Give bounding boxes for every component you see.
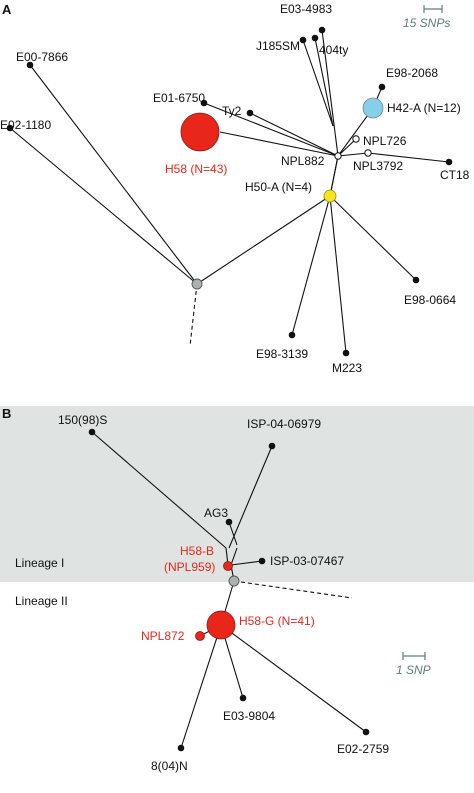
node-150-98-s [88, 428, 96, 436]
label-ag3: AG3 [204, 506, 228, 520]
label-e01-6750: E01-6750 [153, 91, 205, 105]
lineage-2-label: Lineage II [15, 594, 68, 608]
label-h58-g: H58-G (N=41) [239, 614, 315, 628]
label-e98-0664: E98-0664 [404, 293, 456, 307]
node-npl882 [334, 152, 342, 160]
label-npl726: NPL726 [363, 134, 407, 148]
label-npl3792: NPL3792 [353, 159, 403, 173]
node-e02-2759 [362, 728, 370, 736]
panel-a-labels: E03-4983 404ty J185SM E00-7866 E98-2068 … [0, 2, 470, 375]
node-e98-3139 [288, 331, 296, 339]
label-ty2: Ty2 [222, 104, 242, 118]
label-e03-9804: E03-9804 [223, 709, 275, 723]
node-h50-a [323, 189, 337, 203]
label-e03-4983: E03-4983 [280, 2, 332, 16]
label-npl882: NPL882 [281, 154, 325, 168]
panel-b-scale-bar: 1 SNP [396, 652, 431, 677]
lineage-1-label: Lineage I [15, 556, 64, 570]
label-404ty: 404ty [319, 43, 348, 57]
label-e00-7866: E00-7866 [16, 50, 68, 64]
node-j185sm [299, 36, 307, 44]
label-e98-2068: E98-2068 [386, 66, 438, 80]
label-m223: M223 [332, 361, 362, 375]
label-h42-a: H42-A (N=12) [387, 101, 461, 115]
node-ct18 [445, 158, 453, 166]
label-e02-1180: E02-1180 [0, 118, 51, 132]
panel-a-scale-bar: 15 SNPs [403, 5, 450, 30]
label-npl959: (NPL959) [164, 560, 215, 574]
label-e02-2759: E02-2759 [337, 742, 389, 756]
node-npl872 [195, 631, 205, 641]
panel-a-nodes [6, 26, 453, 357]
label-h58: H58 (N=43) [165, 162, 227, 176]
label-j185sm: J185SM [256, 39, 300, 53]
label-8-04-n: 8(04)N [151, 759, 188, 773]
node-h58-b [223, 561, 233, 571]
panel-a-letter: A [2, 2, 12, 17]
node-npl3792 [364, 149, 372, 157]
node-isp-03-07467 [258, 557, 266, 565]
node-h58 [180, 112, 220, 152]
lineage-1-region [0, 406, 474, 582]
node-median-b [228, 575, 240, 587]
node-h42-a [362, 97, 384, 119]
label-150-98-s: 150(98)S [58, 413, 107, 427]
node-e00-7866 [26, 61, 34, 69]
panel-b-nodes [88, 428, 370, 752]
label-h58-b: H58-B [180, 544, 214, 558]
node-e03-9804 [239, 694, 247, 702]
panel-b-labels: 150(98)S ISP-04-06979 AG3 H58-B (NPL959)… [58, 413, 389, 773]
label-isp-04-06979: ISP-04-06979 [247, 417, 321, 431]
node-404ty [311, 34, 319, 42]
node-e98-2068 [378, 83, 386, 91]
node-8-04-n [177, 744, 185, 752]
node-e01-6750 [200, 99, 208, 107]
node-ty2 [246, 109, 254, 117]
panel-b: B Lineage I Lineage II 1 SNP [0, 406, 474, 773]
node-ag3 [225, 518, 233, 526]
node-isp-04-06979 [268, 442, 276, 450]
node-e02-1180 [6, 124, 14, 132]
label-isp-03-07467: ISP-03-07467 [270, 554, 344, 568]
node-h58-g [206, 610, 236, 640]
panel-b-scale-label: 1 SNP [396, 663, 431, 677]
panel-a-edges [9, 29, 450, 354]
node-m223 [342, 349, 350, 357]
label-ct18: CT18 [440, 168, 470, 182]
node-e03-4983 [318, 26, 326, 34]
node-median-a [191, 278, 203, 290]
panel-b-edges [91, 431, 367, 749]
label-h50-a: H50-A (N=4) [245, 180, 312, 194]
panel-b-letter: B [2, 406, 11, 421]
label-npl872: NPL872 [141, 629, 185, 643]
panel-a: A 15 SNPs [0, 2, 470, 375]
label-e98-3139: E98-3139 [256, 347, 308, 361]
panel-a-scale-label: 15 SNPs [403, 16, 450, 30]
node-e98-0664 [412, 276, 420, 284]
node-npl726 [352, 135, 360, 143]
